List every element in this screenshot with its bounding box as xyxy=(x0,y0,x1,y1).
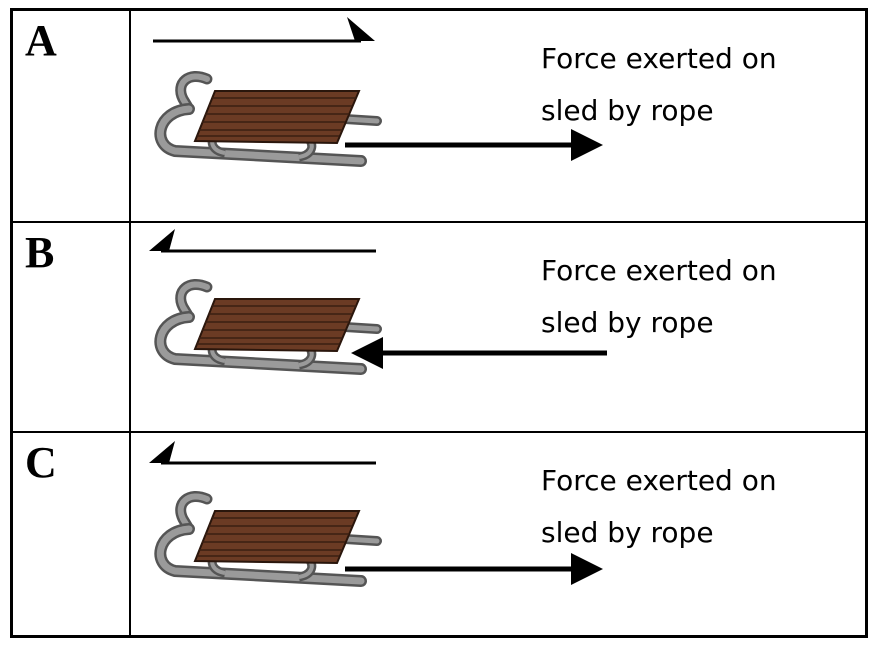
content-cell: Force exerted on sled by rope xyxy=(131,11,865,221)
sled-scene xyxy=(149,441,603,638)
force-label: Force exerted on sled by rope xyxy=(541,33,841,137)
sled-scene xyxy=(149,229,607,433)
sled-image xyxy=(160,76,377,161)
row-c: C Force exerted on sled by rope xyxy=(13,433,865,638)
force-arrow-right xyxy=(345,129,603,161)
label-cell: A xyxy=(13,11,131,221)
motion-half-arrow-right xyxy=(153,17,375,43)
force-label-line1: Force exerted on xyxy=(541,464,777,497)
force-label: Force exerted on sled by rope xyxy=(541,455,841,559)
force-diagram-table: A Force exerted on sled by rope xyxy=(10,8,868,638)
force-label-line2: sled by rope xyxy=(541,94,714,127)
force-arrow-left xyxy=(351,337,607,369)
sled-image xyxy=(160,284,377,369)
force-label-line1: Force exerted on xyxy=(541,42,777,75)
force-label-line2: sled by rope xyxy=(541,306,714,339)
force-label-line2: sled by rope xyxy=(541,516,714,549)
label-cell: C xyxy=(13,433,131,638)
label-cell: B xyxy=(13,223,131,431)
content-cell: Force exerted on sled by rope xyxy=(131,433,865,638)
force-arrow-right xyxy=(345,553,603,585)
row-a: A Force exerted on sled by rope xyxy=(13,11,865,223)
sled-scene xyxy=(153,17,603,221)
motion-half-arrow-left xyxy=(149,229,376,253)
row-letter: B xyxy=(25,228,55,277)
force-label: Force exerted on sled by rope xyxy=(541,245,841,349)
content-cell: Force exerted on sled by rope xyxy=(131,223,865,431)
motion-half-arrow-left xyxy=(149,441,376,465)
row-letter: C xyxy=(25,438,57,487)
row-b: B Force exerted on sled by rope xyxy=(13,223,865,433)
force-label-line1: Force exerted on xyxy=(541,254,777,287)
sled-image xyxy=(160,496,377,581)
row-letter: A xyxy=(25,16,57,65)
